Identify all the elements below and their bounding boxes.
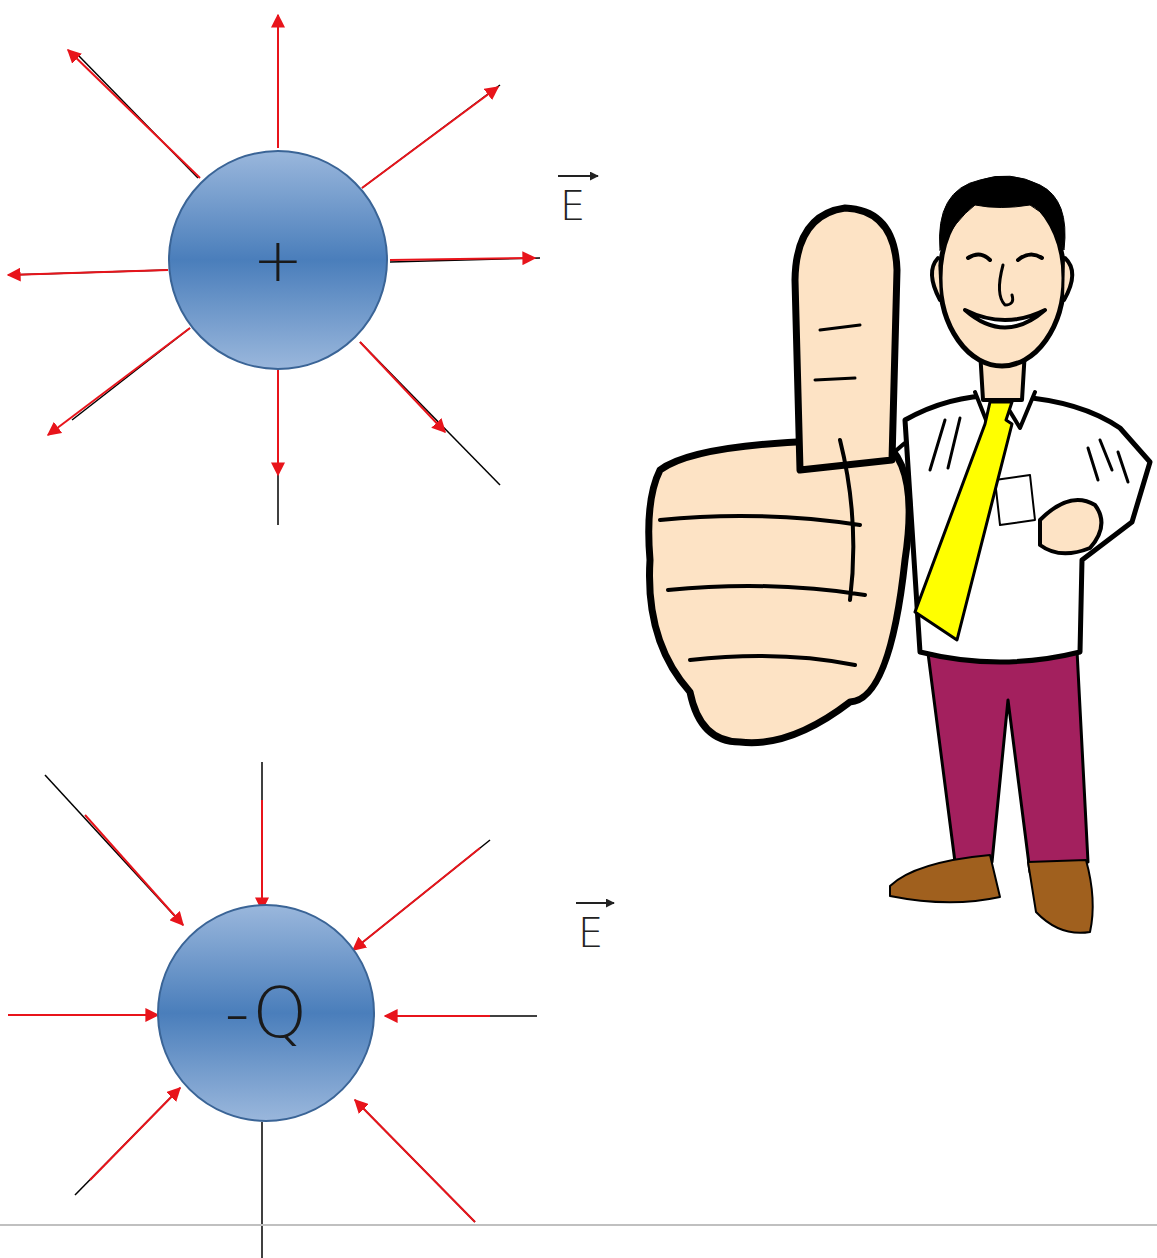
field-symbol: E (560, 186, 585, 226)
charge-label: + (253, 230, 303, 290)
vector-arrow (558, 175, 598, 177)
field-arrows (8, 15, 535, 1222)
charge-label: -Q (225, 978, 308, 1048)
field-symbol: E (578, 913, 603, 953)
thumbs-up-man (649, 176, 1150, 933)
charge-sphere: -Q (156, 903, 376, 1123)
sphere-circle (169, 151, 387, 369)
vector-arrow (576, 902, 614, 904)
sphere-circle (158, 905, 374, 1121)
field-lines (8, 55, 540, 1258)
charge-sphere: + (167, 149, 389, 371)
rule-line (0, 1224, 1157, 1226)
